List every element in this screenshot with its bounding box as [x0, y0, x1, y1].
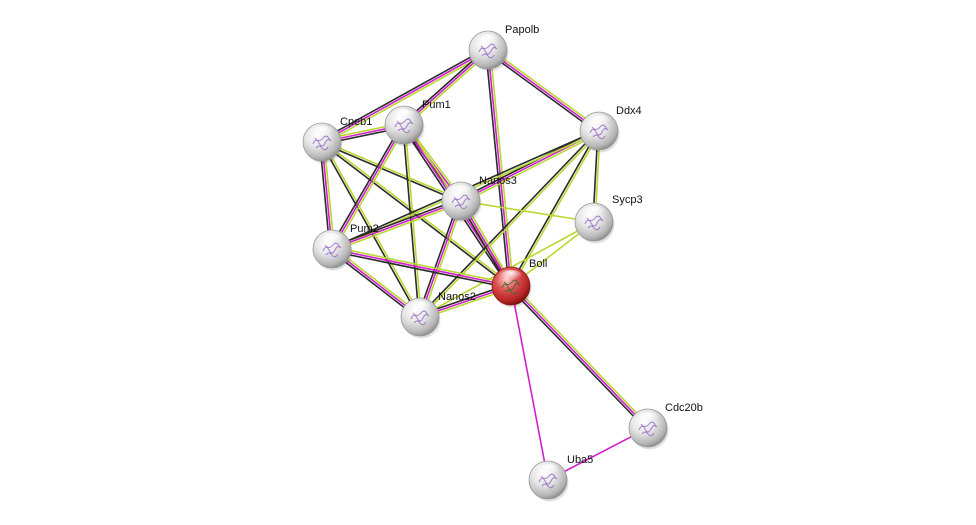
edge-line-textmining	[461, 132, 601, 204]
edge-line-textmining	[460, 200, 595, 223]
node-highlight	[392, 109, 416, 123]
node-ddx4[interactable]: Ddx4	[579, 105, 642, 153]
node-label-nanos3: Nanos3	[479, 175, 517, 187]
edge-line-textmining	[421, 200, 464, 319]
node-highlight	[449, 185, 473, 199]
node-label-papolb: Papolb	[505, 24, 539, 36]
node-highlight	[636, 412, 660, 426]
edge-line-neighborhood	[320, 141, 420, 319]
edge-nanos3-pum2[interactable]	[330, 198, 463, 252]
node-highlight	[408, 301, 432, 315]
node-label-pum2: Pum2	[350, 223, 379, 235]
node-label-sycp3: Sycp3	[612, 194, 643, 206]
edge-papolb-cpeb1[interactable]	[320, 47, 490, 145]
edge-line-neighborhood	[402, 124, 420, 318]
edge-line-neighborhood	[508, 286, 648, 431]
edge-line-textmining	[488, 47, 602, 131]
edge-pum2-boll[interactable]	[330, 246, 513, 289]
node-label-nanos2: Nanos2	[438, 291, 476, 303]
edge-line-neighborhood	[417, 199, 460, 318]
node-label-cdc20b: Cdc20b	[665, 402, 703, 414]
node-label-boll: Boll	[529, 258, 547, 270]
edge-line-experiments	[510, 285, 649, 429]
node-sycp3[interactable]: Sycp3	[574, 194, 643, 244]
node-cpeb1[interactable]: Cpeb1	[302, 116, 372, 164]
edge-papolb-ddx4[interactable]	[485, 47, 602, 134]
edge-line-experiments	[331, 200, 462, 250]
edge-ddx4-nanos3[interactable]	[459, 128, 601, 204]
node-pum2[interactable]: Pum2	[312, 223, 379, 271]
edge-cpeb1-nanos2[interactable]	[320, 140, 422, 319]
edge-line-experiments	[510, 285, 549, 481]
edge-line-textmining	[489, 48, 514, 287]
node-highlight	[320, 233, 344, 247]
edge-line-textmining	[511, 130, 601, 288]
node-label-uba5: Uba5	[567, 454, 593, 466]
edge-line-neighborhood	[330, 198, 462, 248]
edge-line-textmining	[331, 246, 513, 285]
edge-line-textmining	[322, 51, 490, 145]
edge-line-neighborhood	[485, 49, 510, 288]
edge-pum1-pum2[interactable]	[329, 123, 407, 251]
edge-line-textmining	[321, 140, 463, 201]
edge-line-neighborhood	[330, 250, 512, 289]
node-nanos3[interactable]: Nanos3	[441, 175, 517, 223]
edge-line-neighborhood	[320, 47, 488, 141]
edge-line-experiments	[331, 248, 512, 287]
edge-line-neighborhood	[329, 123, 403, 249]
node-highlight	[476, 34, 500, 48]
edge-line-experiments	[419, 200, 462, 318]
edge-cpeb1-nanos3[interactable]	[320, 140, 463, 203]
edge-line-experiments	[331, 124, 405, 250]
node-label-ddx4: Ddx4	[616, 105, 642, 117]
edge-boll-uba5[interactable]	[510, 285, 549, 481]
node-boll[interactable]: Boll	[491, 258, 547, 308]
edge-nanos3-sycp3[interactable]	[460, 200, 595, 223]
edge-line-experiments	[321, 49, 489, 143]
node-pum1[interactable]: Pum1	[384, 99, 451, 147]
edge-line-textmining	[331, 202, 463, 252]
node-highlight	[499, 270, 523, 284]
edge-line-neighborhood	[485, 50, 599, 134]
edge-ddx4-nanos2[interactable]	[418, 129, 601, 319]
edge-papolb-boll[interactable]	[485, 48, 514, 288]
edge-line-neighborhood	[320, 142, 462, 203]
edge-line-textmining	[333, 125, 407, 251]
edge-boll-cdc20b[interactable]	[508, 283, 651, 431]
node-highlight	[582, 206, 606, 220]
node-label-pum1: Pum1	[422, 99, 451, 111]
edge-line-experiments	[487, 49, 512, 287]
node-highlight	[310, 126, 334, 140]
edge-line-textmining	[419, 130, 601, 319]
edge-line-textmining	[511, 283, 651, 428]
node-label-cpeb1: Cpeb1	[340, 116, 372, 128]
node-nanos2[interactable]: Nanos2	[400, 291, 476, 339]
node-highlight	[536, 464, 560, 478]
node-papolb[interactable]: Papolb	[468, 24, 539, 72]
edge-line-experiments	[487, 49, 600, 132]
node-uba5[interactable]: Uba5	[528, 454, 593, 502]
edge-line-neighborhood	[418, 129, 600, 318]
edge-line-textmining	[322, 140, 422, 318]
edge-nanos3-nanos2[interactable]	[417, 199, 464, 319]
node-cdc20b[interactable]: Cdc20b	[628, 402, 703, 450]
node-highlight	[587, 115, 611, 129]
